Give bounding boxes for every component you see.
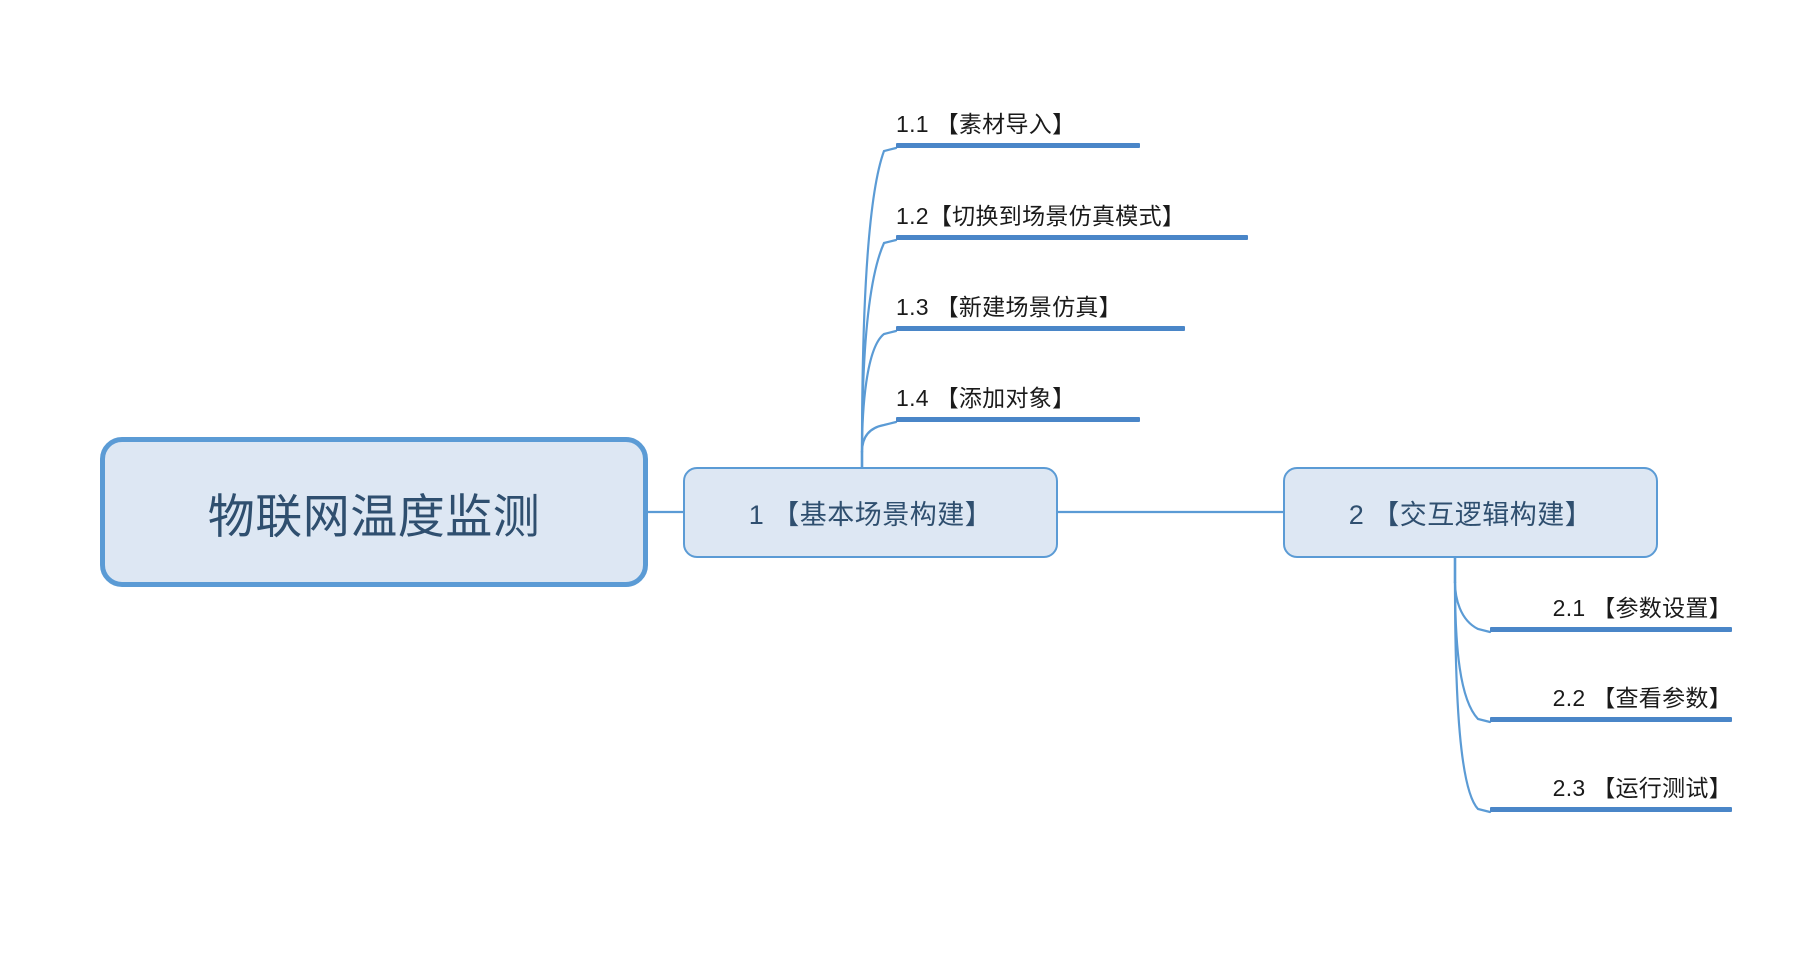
leaf-node-2-3[interactable]: 2.3 【运行测试】 [1490, 757, 1732, 812]
branch-node-1-label: 1 【基本场景构建】 [748, 500, 993, 530]
connector-branch1-child-3 [860, 329, 898, 454]
leaf-node-2-1-underline [1490, 627, 1732, 632]
connector-branch1-child-4 [860, 420, 898, 454]
branch-node-2[interactable]: 2 【交互逻辑构建】 [1283, 467, 1658, 558]
leaf-node-2-2-label: 2.2 【查看参数】 [1552, 685, 1732, 711]
leaf-node-2-1-label: 2.1 【参数设置】 [1552, 595, 1732, 621]
leaf-node-2-2-underline [1490, 717, 1732, 722]
leaf-node-1-4[interactable]: 1.4 【添加对象】 [896, 367, 1140, 422]
leaf-node-1-3-underline [896, 326, 1185, 331]
leaf-node-1-2-underline [896, 235, 1248, 240]
leaf-node-1-2-label: 1.2【切换到场景仿真模式】 [896, 203, 1186, 229]
connector-branch2-child-3 [1453, 580, 1492, 814]
connector-branch2-child-2 [1453, 580, 1492, 724]
root-node[interactable]: 物联网温度监测 [100, 437, 648, 587]
leaf-node-2-3-underline [1490, 807, 1732, 812]
leaf-node-1-1-label: 1.1 【素材导入】 [896, 111, 1076, 137]
leaf-node-1-2[interactable]: 1.2【切换到场景仿真模式】 [896, 185, 1248, 240]
connector-branch2-child-1 [1453, 580, 1492, 634]
leaf-node-2-2[interactable]: 2.2 【查看参数】 [1490, 667, 1732, 722]
leaf-node-1-3[interactable]: 1.3 【新建场景仿真】 [896, 276, 1185, 331]
leaf-node-1-4-label: 1.4 【添加对象】 [896, 385, 1076, 411]
leaf-node-2-1[interactable]: 2.1 【参数设置】 [1490, 577, 1732, 632]
branch-node-1[interactable]: 1 【基本场景构建】 [683, 467, 1058, 558]
leaf-node-1-1[interactable]: 1.1 【素材导入】 [896, 93, 1140, 148]
leaf-node-1-3-label: 1.3 【新建场景仿真】 [896, 294, 1122, 320]
connector-branch1-child-1 [860, 146, 898, 454]
leaf-node-1-4-underline [896, 417, 1140, 422]
leaf-node-1-1-underline [896, 143, 1140, 148]
branch-node-2-label: 2 【交互逻辑构建】 [1348, 500, 1593, 530]
root-node-label: 物联网温度监测 [207, 489, 541, 543]
leaf-node-2-3-label: 2.3 【运行测试】 [1552, 775, 1732, 801]
